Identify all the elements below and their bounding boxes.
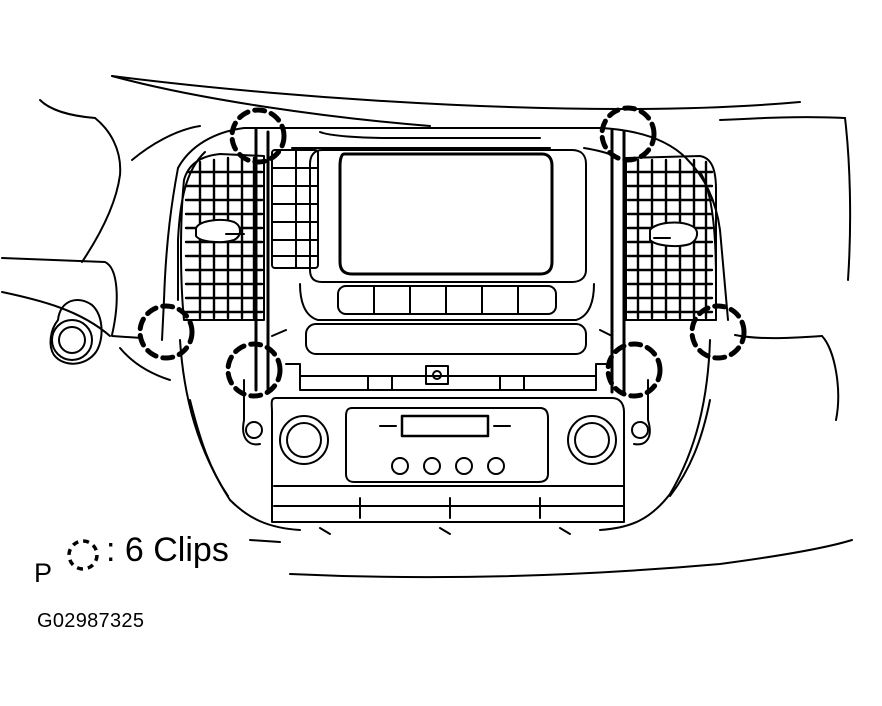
- clip-marker-middle-right: [689, 303, 747, 361]
- clip-marker-middle-left: [137, 303, 195, 361]
- display-screen: [309, 147, 615, 283]
- storage-slot: [271, 323, 613, 355]
- clip-locations: [137, 105, 747, 399]
- right-air-vent: [625, 155, 717, 321]
- screen-button-row: [299, 283, 595, 321]
- climate-control-panel: [270, 397, 625, 535]
- figure-code: G02987325: [37, 610, 145, 632]
- clip-marker-upper-left: [229, 107, 287, 165]
- center-cluster-bezel: [161, 127, 729, 531]
- left-dash-knob: [49, 299, 103, 365]
- legend-label: : 6 Clips: [106, 531, 229, 569]
- left-button-stack: [271, 149, 319, 269]
- bottom-panel-edge: [249, 539, 853, 579]
- dashed-circle-icon: [67, 539, 99, 571]
- dashboard-outline: [1, 75, 852, 421]
- lower-cavity: [189, 359, 711, 497]
- clip-marker-upper-right: [599, 105, 657, 163]
- left-air-vent: [180, 153, 265, 321]
- clip-marker-lower-right: [605, 341, 663, 399]
- clip-marker-lower-left: [225, 341, 283, 399]
- legend-symbol-letter: P: [34, 558, 53, 588]
